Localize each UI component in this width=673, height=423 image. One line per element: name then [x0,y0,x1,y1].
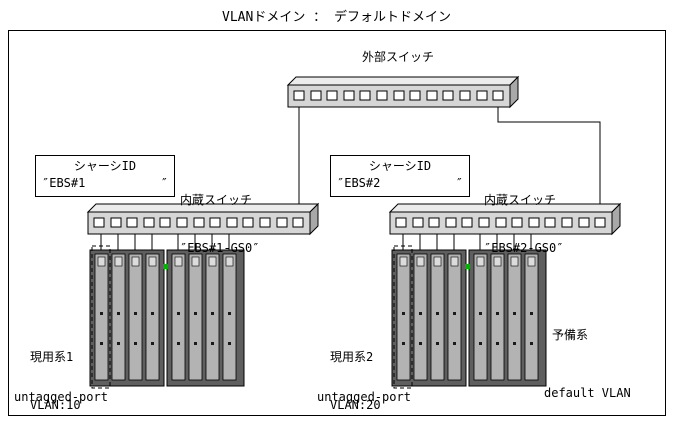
diagram-title: VLANドメイン ： デフォルトドメイン [222,10,451,25]
chassis-id-value-2: ″EBS#2 [337,176,381,190]
blade-enclosure-2 [391,245,547,389]
led-indicator-2 [465,264,470,269]
active-system-label-2: 現用系2 VLAN:20 [330,317,381,423]
internal-switch-label-1: 内蔵スイッチ ″EBS#1-GS0″ [180,160,259,288]
led-indicator-1 [163,264,168,269]
internal-switch-caption-1: 内蔵スイッチ [180,193,253,207]
untagged-port-outline-2 [393,245,413,389]
vlan-id-1: VLAN:10 [30,398,81,412]
chassis-id-close-quote-1: ″ [160,176,168,190]
chassis-id-caption-1: シャーシID [73,159,137,173]
internal-switch-name-1: ″EBS#1-GS0″ [180,241,260,255]
internal-switch-caption-2: 内蔵スイッチ [484,193,557,207]
default-vlan-label: default VLAN [544,386,631,400]
vlan-id-2: VLAN:20 [330,398,381,412]
chassis-id-close-quote-2: ″ [455,176,463,190]
chassis-id-value-1: ″EBS#1 [42,176,86,190]
blade-links-2 [402,234,532,251]
uplink-line-2 [497,107,601,212]
chassis-id-value-row-1: ″EBS#1 ″ [42,175,168,192]
uplink-lines [298,107,601,212]
untagged-port-label-2: untagged-port [317,390,411,404]
external-switch-label: 外部スイッチ [362,50,435,64]
system-name-2: 現用系2 [330,350,374,364]
domain-border [8,30,666,416]
chassis-id-caption-2: シャーシID [368,159,432,173]
untagged-port-label-1: untagged-port [14,390,108,404]
standby-system-label: 予備系 [552,328,589,342]
untagged-port-outline-1 [91,245,111,389]
blade-enclosure-1 [89,245,245,389]
system-name-1: 現用系1 [30,350,74,364]
chassis-id-box-1: シャーシID ″EBS#1 ″ [35,155,175,197]
internal-switch-label-2: 内蔵スイッチ ″EBS#2-GS0″ [484,160,563,288]
blade-links-1 [100,234,230,251]
chassis-id-value-row-2: ″EBS#2 ″ [337,175,463,192]
active-system-label-1: 現用系1 VLAN:10 [30,317,81,423]
internal-switch-name-2: ″EBS#2-GS0″ [484,241,564,255]
chassis-id-box-2: シャーシID ″EBS#2 ″ [330,155,470,197]
